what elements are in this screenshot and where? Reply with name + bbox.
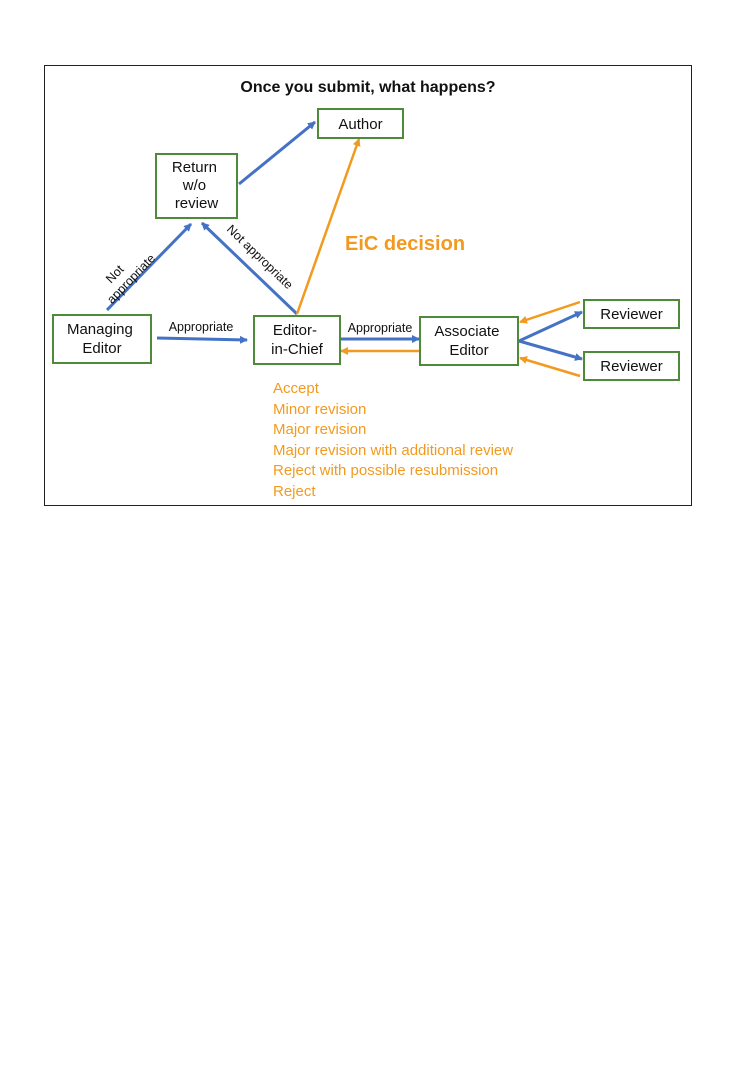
arrow-eic-to-author [295, 138, 361, 315]
node-reviewer2-label: Reviewer [600, 358, 663, 375]
node-associate-label: Associate Editor [434, 323, 503, 359]
eic-decision-label: EiC decision [345, 233, 465, 255]
decision-item: Accept [273, 380, 320, 397]
edge-label-appropriate-eic-ae: Appropriate [348, 321, 413, 335]
arrow-eic-to-return [200, 221, 299, 316]
arrow-reviewer1-to-associate [519, 300, 581, 324]
arrows [105, 120, 583, 378]
arrow-managing-to-return [105, 222, 193, 312]
decision-item: Major revision [273, 421, 366, 438]
edge-label-appropriate-me-eic: Appropriate [169, 320, 234, 334]
arrow-associate-to-reviewer2 [518, 339, 583, 361]
node-managing-editor: Managing Editor [52, 314, 152, 364]
node-associate-editor: Associate Editor [419, 316, 519, 366]
arrow-associate-to-reviewer1 [518, 310, 583, 343]
arrow-return-to-author [238, 120, 316, 186]
decision-item: Reject [273, 483, 316, 500]
workflow-diagram: Once you submit, what happens? Not appro… [52, 79, 680, 500]
decision-item: Minor revision [273, 401, 366, 418]
node-reviewer-2: Reviewer [583, 351, 680, 381]
diagram-frame: Once you submit, what happens? Not appro… [44, 65, 692, 506]
node-return-without-review: Return w/o review [155, 153, 238, 219]
node-author: Author [317, 108, 404, 139]
edge-label-not-appropriate-right: Not appropriate [224, 222, 296, 292]
node-managing-label: Managing Editor [67, 321, 137, 357]
diagram-title: Once you submit, what happens? [240, 79, 495, 96]
node-reviewer-1: Reviewer [583, 299, 680, 329]
arrow-managing-to-eic [156, 335, 248, 344]
arrow-reviewer2-to-associate [519, 356, 581, 378]
node-reviewer1-label: Reviewer [600, 306, 663, 323]
node-author-label: Author [338, 116, 382, 133]
edge-label-not-appropriate-left: Not appropriate [93, 241, 158, 307]
node-editor-in-chief: Editor- in-Chief [253, 315, 341, 365]
decision-item: Major revision with additional review [273, 442, 513, 459]
node-eic-label: Editor- in-Chief [271, 322, 324, 358]
decision-item: Reject with possible resubmission [273, 462, 498, 479]
svg-text:Reviewer: Reviewer [600, 306, 663, 323]
svg-text:Author: Author [338, 116, 382, 133]
decision-list: Accept Minor revision Major revision Maj… [273, 380, 513, 500]
node-return-label: Return w/o review [172, 159, 221, 212]
svg-text:Reviewer: Reviewer [600, 358, 663, 375]
